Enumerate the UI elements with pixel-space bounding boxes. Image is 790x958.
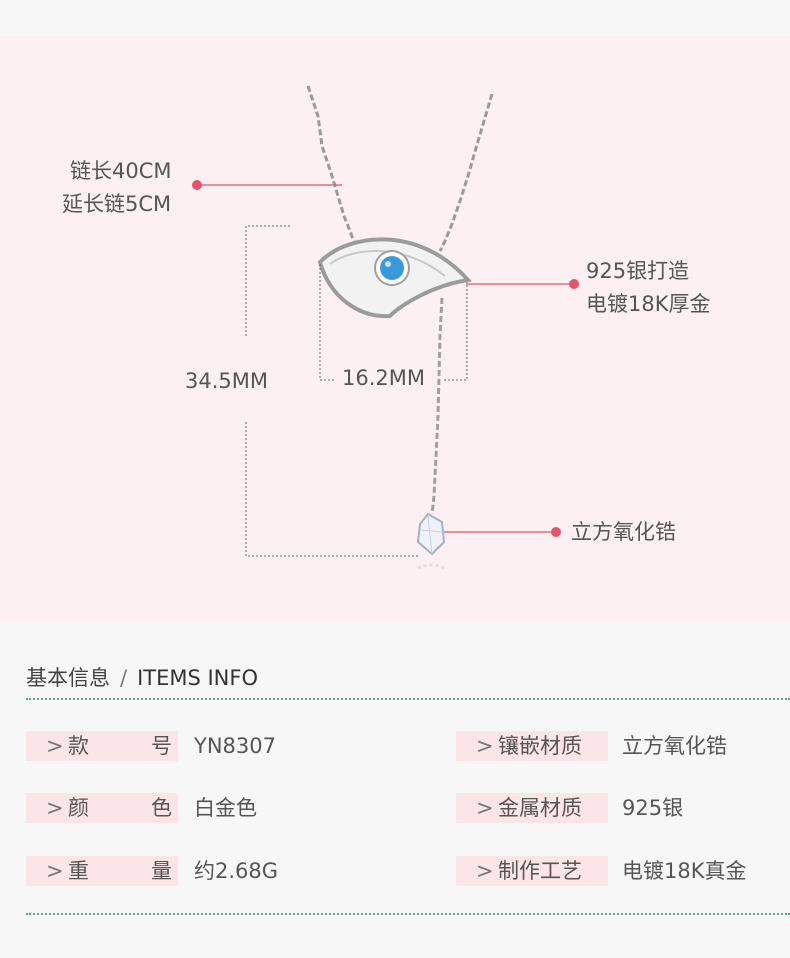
reflection xyxy=(417,563,445,570)
chevron-right-icon: > xyxy=(46,734,64,758)
section-title: 基本信息 / ITEMS INFO xyxy=(26,662,258,692)
dot-stone xyxy=(551,527,561,537)
annotation-width: 16.2MM xyxy=(342,366,425,390)
necklace-illustration xyxy=(192,85,579,570)
chain-drop xyxy=(430,297,444,515)
chevron-right-icon: > xyxy=(46,796,64,820)
section-title-cn: 基本信息 xyxy=(26,666,110,690)
chevron-right-icon: > xyxy=(476,859,494,883)
annotation-extension-chain: 延长链5CM xyxy=(62,192,172,216)
chain-right xyxy=(438,93,494,252)
annotation-material-2: 电镀18K厚金 xyxy=(586,292,711,316)
section-title-en: ITEMS INFO xyxy=(137,666,259,690)
dim-width-left xyxy=(319,264,334,381)
dot-chain xyxy=(192,180,202,190)
dim-height-top xyxy=(245,225,290,336)
info-label-model: > 款 号 xyxy=(26,731,178,761)
divider-bottom xyxy=(26,913,790,915)
dot-material xyxy=(569,279,579,289)
info-value-color: 白金色 xyxy=(194,796,257,820)
dim-height-bottom xyxy=(245,422,420,557)
annotation-material-1: 925银打造 xyxy=(586,259,690,283)
info-value-weight: 约2.68G xyxy=(194,859,279,883)
info-value-metal: 925银 xyxy=(622,796,684,820)
info-value-model: YN8307 xyxy=(194,734,276,758)
product-hero: 链长40CM 延长链5CM 925银打造 电镀18K厚金 34.5MM 16.2… xyxy=(0,36,790,621)
eye-highlight xyxy=(329,250,446,277)
annotation-stone: 立方氧化锆 xyxy=(571,520,676,544)
info-label-inlay: > 镶嵌材质 xyxy=(456,731,608,761)
info-label-weight: > 重 量 xyxy=(26,856,178,886)
divider-top xyxy=(26,698,790,700)
info-label-craft: > 制作工艺 xyxy=(456,856,608,886)
dim-width-right xyxy=(444,282,468,381)
chevron-right-icon: > xyxy=(476,796,494,820)
chevron-right-icon: > xyxy=(476,734,494,758)
info-label-color: > 颜 色 xyxy=(26,793,178,823)
info-value-craft: 电镀18K真金 xyxy=(622,859,747,883)
annotation-chain-length: 链长40CM xyxy=(70,159,172,183)
annotation-height: 34.5MM xyxy=(185,369,268,393)
eye-blue-stone xyxy=(380,256,404,280)
section-title-separator: / xyxy=(120,666,128,690)
chain-left xyxy=(306,85,358,249)
chevron-right-icon: > xyxy=(46,859,64,883)
stone-sparkle xyxy=(385,261,391,267)
info-value-inlay: 立方氧化锆 xyxy=(622,734,727,758)
crystal-facets xyxy=(419,515,445,555)
info-label-metal: > 金属材质 xyxy=(456,793,608,823)
